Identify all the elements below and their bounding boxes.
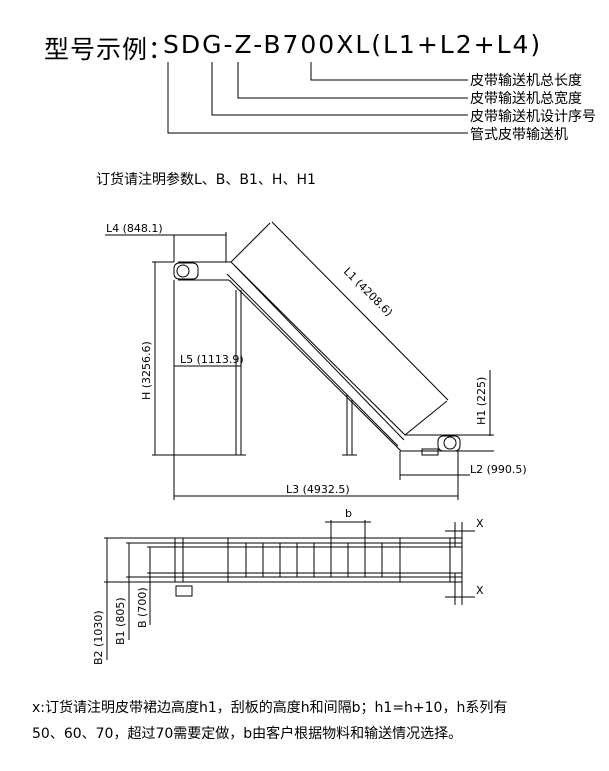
order-parameters: 订货请注明参数L、B、B1、H、H1 [96, 172, 316, 188]
legend-total-length: 皮带输送机总长度 [470, 73, 582, 89]
model-code: SDG-Z-B700XL(L1+L2+L4) [163, 30, 543, 59]
dim-label-x-bottom: X [476, 584, 484, 597]
note-line-2: 50、60、70，超过70需要定做，b由客户根据物料和输送情况选择。 [32, 726, 463, 742]
leader-line-width [237, 62, 468, 99]
conveyor-side-view [173, 261, 461, 456]
dim-label-l1: L1 (4208.6) [341, 265, 395, 319]
dim-label-l2: L2 (990.5) [470, 463, 527, 476]
note-line-1: x:订货请注明皮带裙边高度h1，刮板的高度h和间隔b；h1=h+10，h系列有 [32, 700, 508, 716]
leader-line-design [211, 62, 468, 116]
model-example-label: 型号示例： [44, 35, 175, 64]
dim-label-l3: L3 (4932.5) [286, 483, 350, 496]
legend-pipe-conveyor: 管式皮带输送机 [470, 127, 568, 143]
dim-label-b2: B2 (1030) [92, 610, 105, 665]
dim-label-b1: B1 (805) [114, 597, 127, 645]
legend-design-number: 皮带输送机设计序号 [470, 109, 596, 125]
dim-label-b: b [345, 507, 352, 520]
conveyor-plan-view [174, 537, 463, 597]
dim-label-l5: L5 (1113.9) [180, 353, 244, 366]
dimension-lines-side [105, 221, 494, 500]
leader-line-type [167, 62, 468, 134]
legend-total-width: 皮带输送机总宽度 [470, 91, 582, 107]
leader-line-length [310, 62, 468, 81]
dim-label-h1: H1 (225) [475, 377, 488, 425]
dim-label-x-top: X [476, 517, 484, 530]
dimension-lines-plan [104, 520, 475, 660]
dim-label-h: H (3256.6) [140, 341, 153, 400]
dim-label-l4: L4 (848.1) [106, 222, 163, 235]
dim-label-b: B (700) [136, 587, 149, 628]
